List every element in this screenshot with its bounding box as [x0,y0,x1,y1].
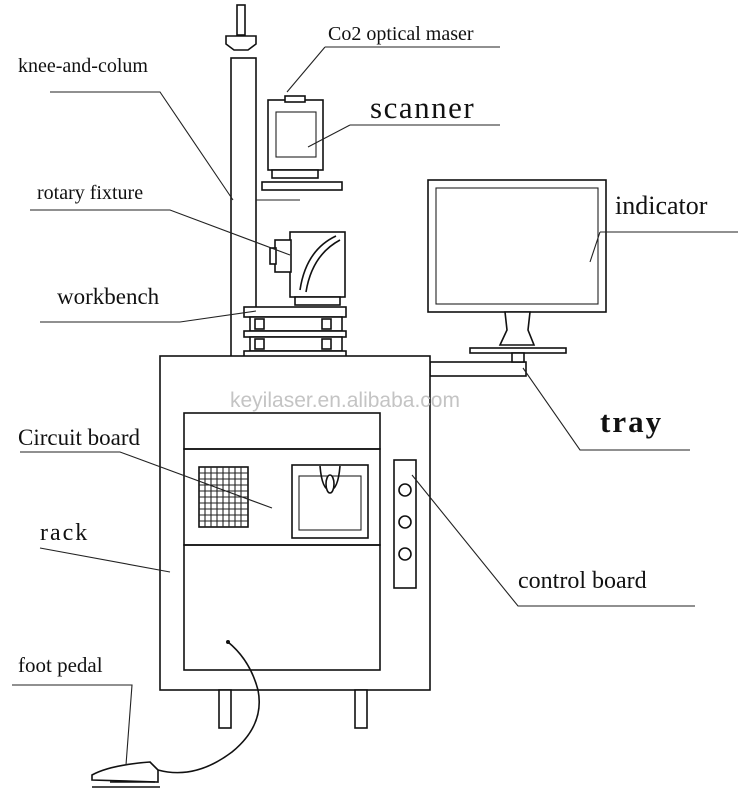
label-control-board: control board [518,568,647,594]
label-co2-laser: Co2 optical maser [328,23,474,45]
label-knee-and-column: knee-and-colum [18,55,148,77]
workbench [243,306,347,358]
label-rack: rack [40,520,89,546]
label-indicator: indicator [615,191,708,220]
control-board [393,459,417,589]
rotary-fixture [269,231,346,306]
leader-lines [12,46,738,766]
scanner-head [261,95,343,191]
label-tray: tray [600,404,663,439]
label-circuit-board: Circuit board [18,425,140,450]
circuit-board [198,466,249,528]
label-workbench: workbench [57,284,160,309]
power-module [291,464,369,539]
label-foot-pedal: foot pedal [18,653,103,677]
monitor [427,179,607,354]
label-rotary-fixture: rotary fixture [37,182,143,204]
tray-shelf [429,352,527,377]
label-scanner: scanner [370,90,475,125]
watermark-text: keyilaser.en.alibaba.com [230,389,460,412]
foot-pedal [91,640,260,788]
